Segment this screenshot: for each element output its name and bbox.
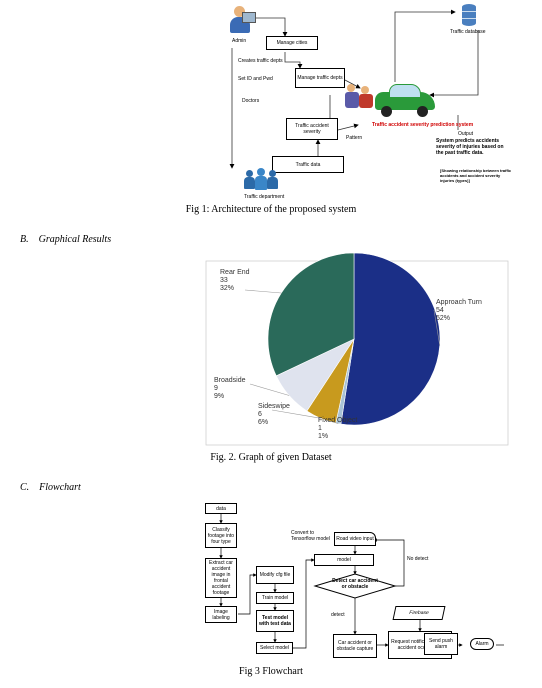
pie-label: Approach Turn <box>436 299 482 306</box>
admin-icon <box>228 6 256 36</box>
traffic-data-box: Traffic data <box>272 156 344 173</box>
pie-value-label: 1 <box>318 425 322 432</box>
output-text: System predicts accidents severity of in… <box>436 138 504 156</box>
detect-label: detect <box>331 612 345 618</box>
test-model-box: Test model with test data <box>256 610 294 632</box>
train-model-box: Train model <box>256 592 294 604</box>
pie-value-label: 33 <box>220 277 228 284</box>
firebase-box: Firebase <box>392 606 446 620</box>
image-labeling-box: Image labeling <box>205 606 237 623</box>
output-label: Output <box>458 131 474 137</box>
pie-label: Rear End <box>220 269 250 276</box>
manage-traffic-depts-box: Manage traffic depts <box>295 68 345 88</box>
section-c-title: Flowchart <box>39 482 81 493</box>
pie-percent-label: 32% <box>220 285 234 292</box>
pie-percent-label: 9% <box>214 393 224 400</box>
admin-label: Admin <box>232 38 247 44</box>
traffic-database-label: Traffic database <box>450 29 486 35</box>
pie-value-label: 6 <box>258 411 262 418</box>
pie-percent-label: 52% <box>436 315 450 322</box>
extract-box: Extract car accident image in frontal ac… <box>205 558 237 598</box>
system-name-label: Traffic accident severity prediction sys… <box>372 122 474 128</box>
figure-1-caption: Fig 1: Architecture of the proposed syst… <box>185 204 357 215</box>
section-b-title: Graphical Results <box>38 234 112 245</box>
pie-leader-line <box>433 309 441 346</box>
model-box: model <box>314 554 374 566</box>
section-c-heading: C. Flowchart <box>20 482 81 493</box>
pie-percent-label: 6% <box>258 419 268 426</box>
output-note: [Showing relationship between traffic ac… <box>440 168 512 183</box>
figure-3-caption: Fig 3 Flowchart <box>239 666 303 677</box>
traffic-department-label: Traffic department <box>244 194 285 200</box>
pie-leader-line <box>271 409 321 419</box>
road-video-box: Road video input <box>334 532 376 546</box>
pie-value-label: 54 <box>436 307 444 314</box>
database-icon <box>462 4 476 26</box>
detect-decision-label: Detect car accident or obstacle <box>332 578 378 590</box>
traffic-accident-severity-box: Traffic accident severity <box>286 118 338 140</box>
send-push-box: Send push alarm <box>424 633 458 655</box>
pie-leader-line <box>249 383 290 396</box>
figure-2-caption: Fig. 2. Graph of given Dataset <box>210 452 332 463</box>
pie-percent-label: 1% <box>318 433 328 440</box>
pattern-label: Pattern <box>346 135 363 141</box>
pie-slice-rear-end <box>267 252 355 377</box>
modify-cfg-box: Modify cfg file <box>256 566 294 584</box>
set-id-pwd-label: Set ID and Pwd <box>238 76 273 82</box>
pie-value-label: 9 <box>214 385 218 392</box>
decision-diamond <box>313 573 397 599</box>
pie-label: Fixed Object <box>318 417 357 424</box>
pie-label: Broadside <box>214 377 246 384</box>
section-c-letter: C. <box>20 482 30 493</box>
section-b-heading: B. Graphical Results <box>20 234 111 245</box>
pie-label: Sideswipe <box>258 403 290 410</box>
section-b-letter: B. <box>20 234 29 245</box>
pie-leader-line <box>325 419 339 424</box>
classify-box: Classify footage into four type <box>205 523 237 548</box>
manage-cities-box: Manage cities <box>266 36 318 50</box>
accident-scene-icon <box>345 78 437 120</box>
doctors-label: Doctors <box>242 98 260 104</box>
select-model-box: Select model <box>256 642 293 654</box>
convert-label: Convert to Tensorflow model <box>291 530 330 542</box>
traffic-department-icon <box>244 168 278 190</box>
no-detect-label: No detect <box>407 556 429 562</box>
data-box: data <box>205 503 237 514</box>
alarm-box: Alarm <box>470 638 494 650</box>
creates-traffic-depts-label: Creates traffic depts <box>238 58 283 64</box>
pie-leader-line <box>244 289 282 294</box>
capture-box: Car accident or obstacle capture <box>333 634 377 658</box>
